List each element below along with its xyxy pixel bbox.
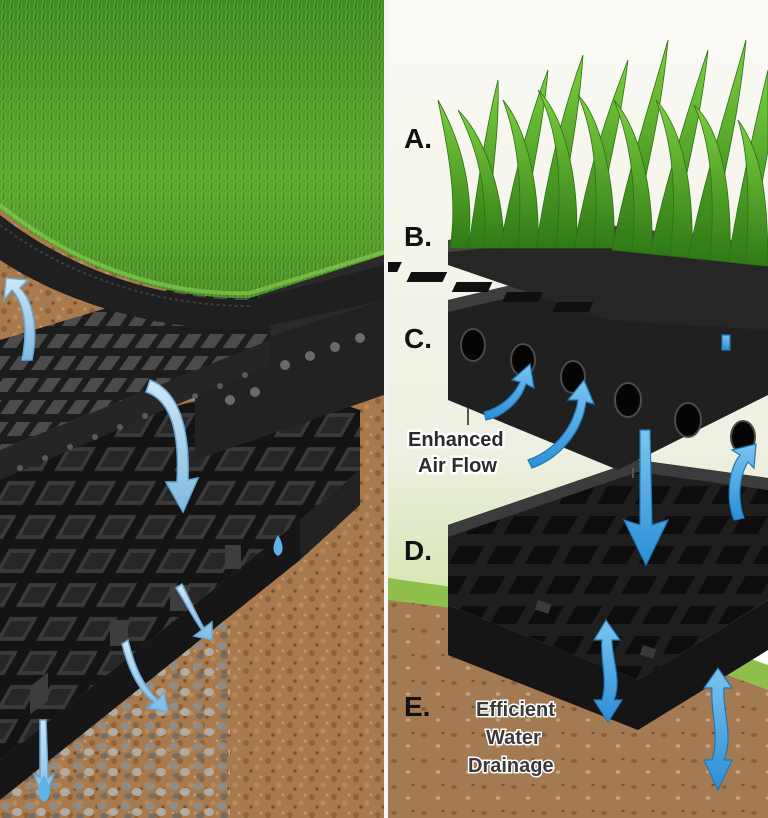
layer-a-grass-blades xyxy=(437,39,768,267)
water-down-arrow-1 xyxy=(145,379,200,514)
layer-d-base-grid xyxy=(448,460,768,730)
water-down-arrow-3 xyxy=(121,638,169,713)
air-flow-line1-halo: Enhanced xyxy=(408,429,504,451)
air-flow-arrow-3 xyxy=(728,443,757,521)
right-layer-diagram: A. B. C. D. E. Enhanced Enhanced Air Flo… xyxy=(388,0,768,818)
air-flow-line1: Enhanced xyxy=(408,429,504,451)
left-cutaway-panel xyxy=(0,0,384,818)
drainage-arrow-1 xyxy=(592,618,624,724)
layer-d-label: D. xyxy=(404,535,432,566)
turf-backing xyxy=(0,215,384,330)
drainage-callout: Efficient Water Drainage xyxy=(467,698,557,779)
water-down-arrow-2 xyxy=(174,582,213,641)
drainage-arrow-2 xyxy=(702,666,734,792)
air-flow-line2-halo: Air Flow xyxy=(418,455,497,477)
water-flow-arrows xyxy=(592,334,734,792)
drainage-line3: Drainage xyxy=(468,755,554,777)
drainage-line2: Water xyxy=(486,727,541,749)
droplet xyxy=(273,535,283,556)
airflow-arrows xyxy=(483,362,757,521)
left-cutaway-illustration xyxy=(0,0,384,818)
drainage-line1: Efficient xyxy=(476,699,555,721)
panel-divider xyxy=(384,0,388,818)
right-labeled-diagram-panel: A. B. C. D. E. Enhanced Enhanced Air Flo… xyxy=(388,0,768,818)
air-flow-arrow-2 xyxy=(527,378,596,469)
layer-b-label: B. xyxy=(404,221,432,252)
water-trickle xyxy=(721,334,731,351)
water-flow-arrows xyxy=(3,277,213,803)
air-flow-arrow-1 xyxy=(483,362,535,421)
layer-a-label: A. xyxy=(404,123,432,154)
air-flow-line2: Air Flow xyxy=(418,455,497,477)
water-droplets xyxy=(38,535,283,802)
layer-e-label: E. xyxy=(404,691,430,722)
layer-c-label: C. xyxy=(404,323,432,354)
base-drainage-grid xyxy=(0,380,360,800)
water-down-arrow xyxy=(622,429,670,567)
droplet xyxy=(38,775,50,802)
air-up-arrow xyxy=(3,277,36,361)
air-flow-callout: Enhanced Enhanced Air Flow Air Flow xyxy=(406,427,507,480)
